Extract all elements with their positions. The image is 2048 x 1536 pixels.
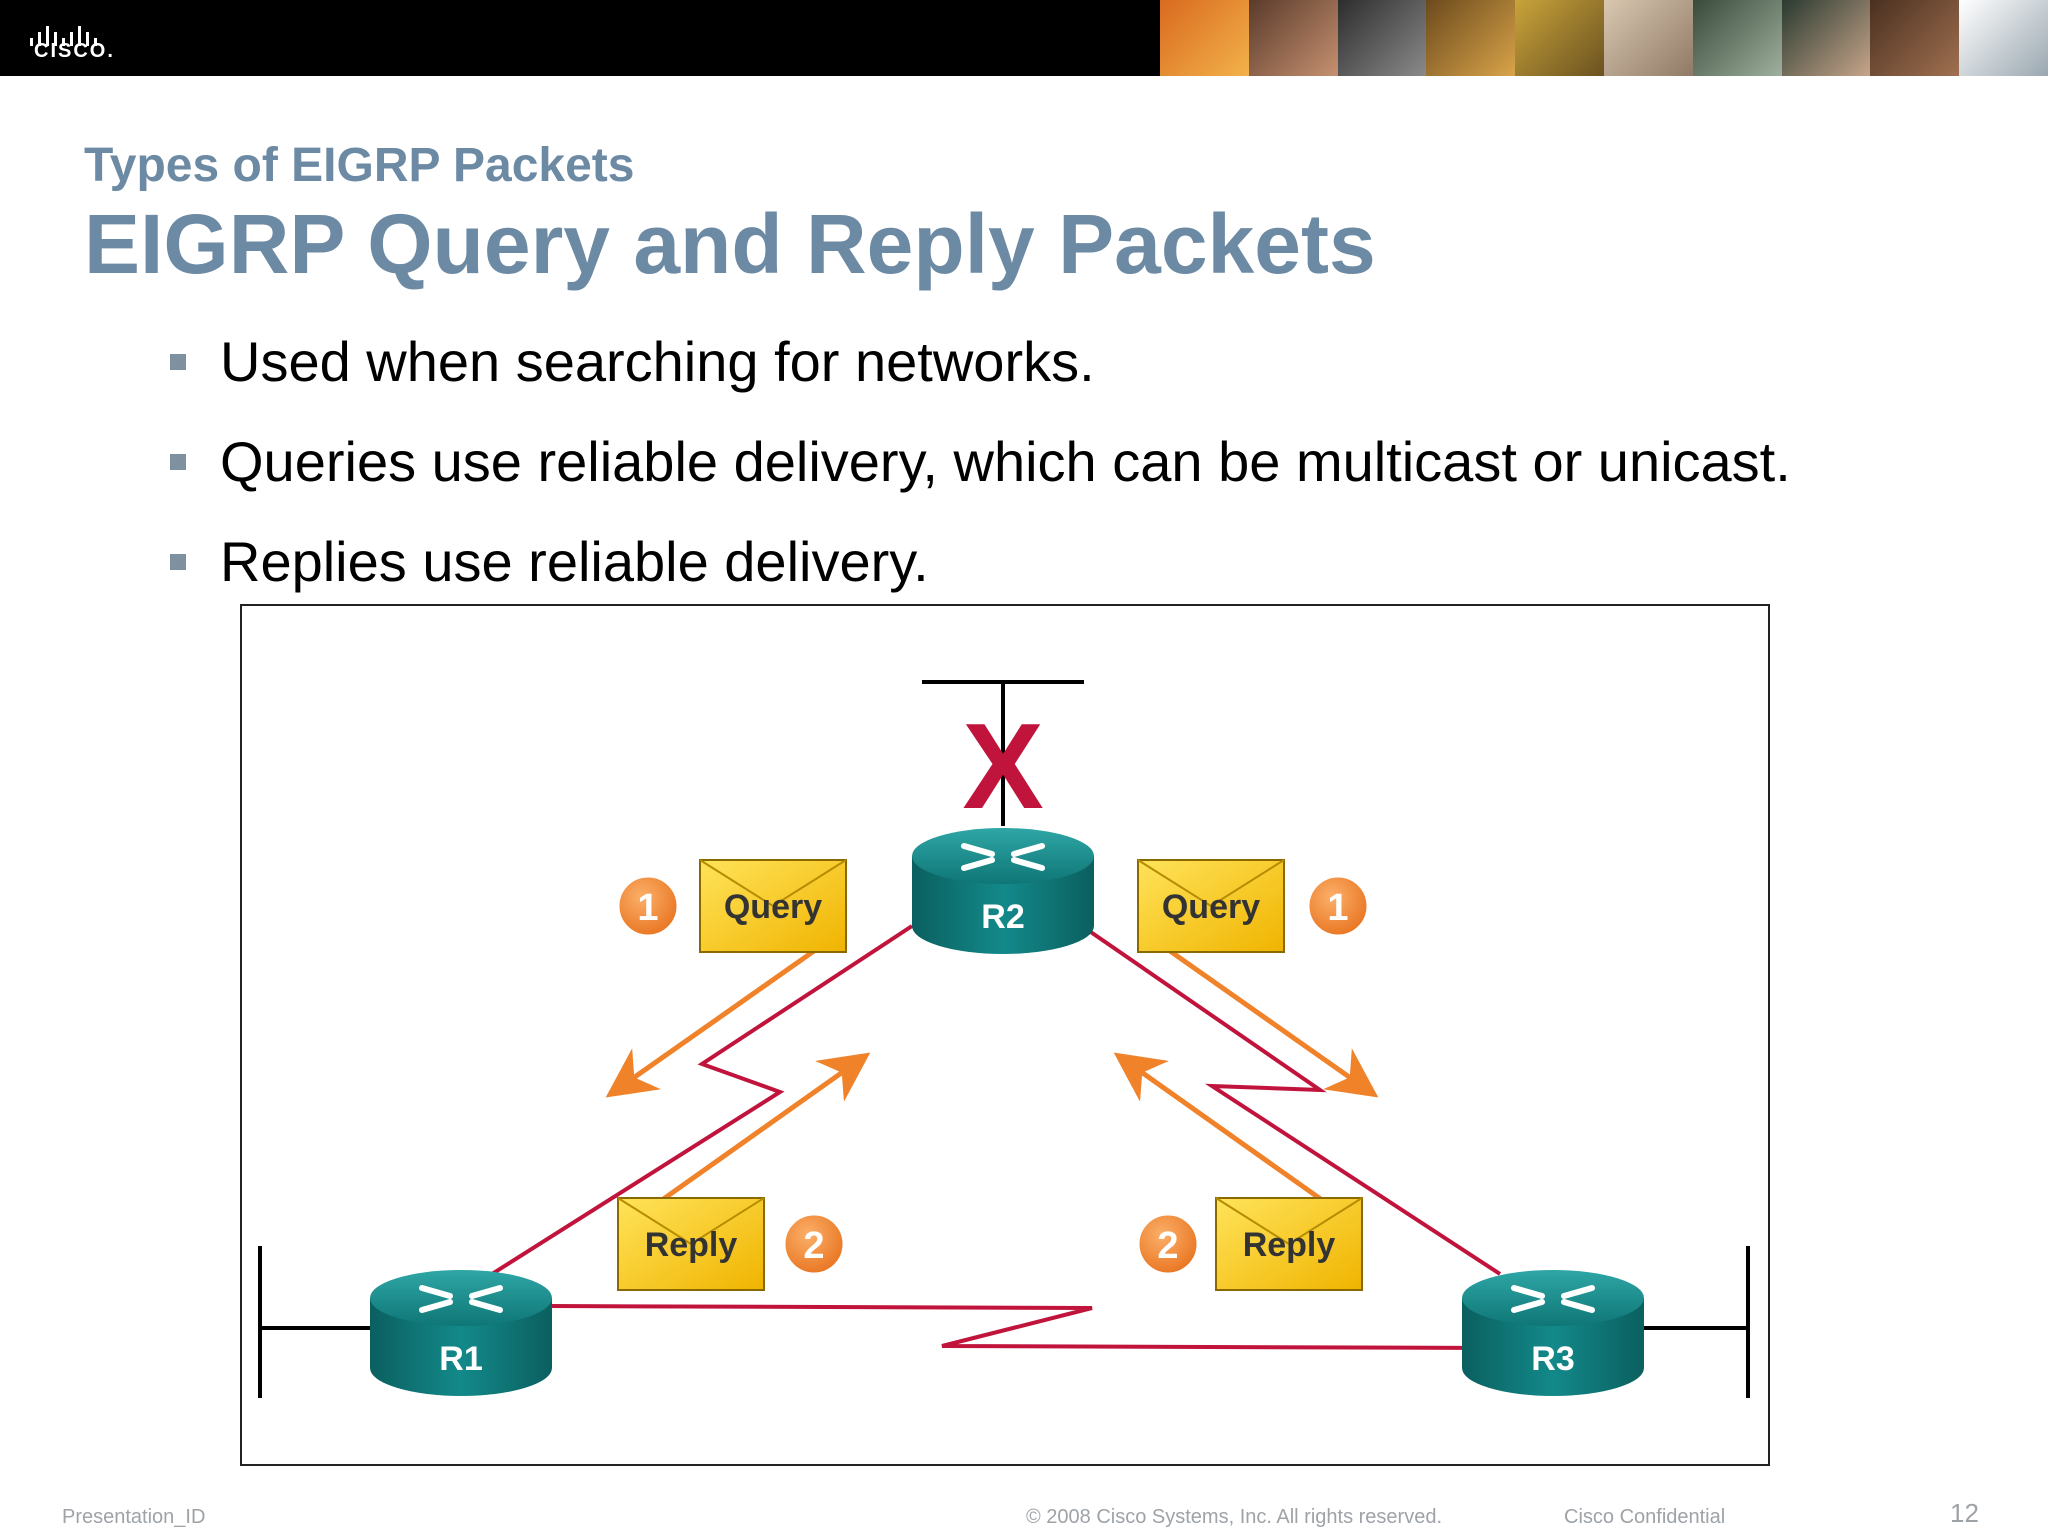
footer-copyright: © 2008 Cisco Systems, Inc. All rights re… xyxy=(1026,1506,1443,1528)
bullet-text: Replies use reliable delivery. xyxy=(220,530,929,593)
arrow-query-to-r3 xyxy=(1168,948,1379,1098)
router-r3-label: R3 xyxy=(1531,1340,1574,1378)
arrow-query-to-r1 xyxy=(605,948,816,1098)
serial-link-r2-r3 xyxy=(1080,924,1502,1276)
step-badge-2-left: 2 xyxy=(782,1212,846,1276)
step-badge-1-right-text: 1 xyxy=(1327,887,1348,929)
failed-link-x-icon: X xyxy=(962,698,1043,834)
bullet-square-icon xyxy=(170,454,186,470)
header-photo-strip xyxy=(1160,0,2048,76)
reply-envelope-left: Reply xyxy=(617,1197,765,1291)
cisco-logo-text: CISCO. xyxy=(34,40,115,62)
arrow-reply-from-r3 xyxy=(1113,1052,1324,1203)
step-badge-2-right-text: 2 xyxy=(1157,1225,1178,1267)
router-r3-icon: R3 xyxy=(1462,1270,1644,1396)
header-photo xyxy=(1959,0,2048,76)
header-photo xyxy=(1603,0,1693,76)
lan-segment-top xyxy=(922,680,1084,826)
router-r2-icon: R2 xyxy=(912,828,1094,954)
query-envelope-left: Query xyxy=(699,859,847,953)
step-badge-1-right: 1 xyxy=(1306,874,1370,938)
bullet-square-icon xyxy=(170,554,186,570)
reply-label-left: Reply xyxy=(645,1226,738,1264)
reply-envelope-right: Reply xyxy=(1215,1197,1363,1291)
header-photo xyxy=(1870,0,1960,76)
step-badge-1-left-text: 1 xyxy=(637,887,658,929)
diagram-canvas: X R2 R1 xyxy=(258,680,1750,1398)
footer-confidential: Cisco Confidential xyxy=(1564,1506,1726,1528)
bullet-text: Queries use reliable delivery, which can… xyxy=(220,430,1791,493)
lan-segment-left xyxy=(258,1246,382,1398)
slide-title: EIGRP Query and Reply Packets xyxy=(84,197,1376,291)
cisco-logo-icon xyxy=(30,26,97,46)
query-label-right: Query xyxy=(1162,888,1260,926)
footer-presentation-id: Presentation_ID xyxy=(62,1506,206,1528)
query-envelope-right: Query xyxy=(1137,859,1285,953)
slide-subtitle: Types of EIGRP Packets xyxy=(84,139,635,192)
query-label-left: Query xyxy=(724,888,822,926)
header-photo xyxy=(1160,0,1249,76)
step-badge-2-left-text: 2 xyxy=(803,1225,824,1267)
slide-number: 12 xyxy=(1950,1498,1979,1528)
header-bar: CISCO. xyxy=(0,0,2048,76)
bullet-item: Queries use reliable delivery, which can… xyxy=(168,430,1791,530)
router-r1-icon: R1 xyxy=(370,1270,552,1396)
header-photo xyxy=(1692,0,1782,76)
bullet-item: Used when searching for networks. xyxy=(168,330,1791,430)
arrow-reply-from-r1 xyxy=(660,1052,871,1203)
reply-label-right: Reply xyxy=(1243,1226,1336,1264)
bullet-item: Replies use reliable delivery. xyxy=(168,530,1791,630)
step-badge-1-left: 1 xyxy=(616,874,680,938)
bullet-text: Used when searching for networks. xyxy=(220,330,1095,393)
bullet-square-icon xyxy=(170,354,186,370)
serial-link-r2-r1 xyxy=(490,924,914,1276)
eigrp-diagram: X R2 R1 xyxy=(240,604,1770,1466)
bullet-list: Used when searching for networks. Querie… xyxy=(168,330,1791,630)
router-r1-label: R1 xyxy=(439,1340,482,1378)
header-photo xyxy=(1248,0,1338,76)
router-r2-label: R2 xyxy=(981,898,1024,936)
step-badge-2-right: 2 xyxy=(1136,1212,1200,1276)
header-photo xyxy=(1337,0,1427,76)
header-photo xyxy=(1426,0,1516,76)
header-photo xyxy=(1515,0,1604,76)
header-photo xyxy=(1781,0,1871,76)
serial-link-r1-r3 xyxy=(547,1304,1493,1350)
